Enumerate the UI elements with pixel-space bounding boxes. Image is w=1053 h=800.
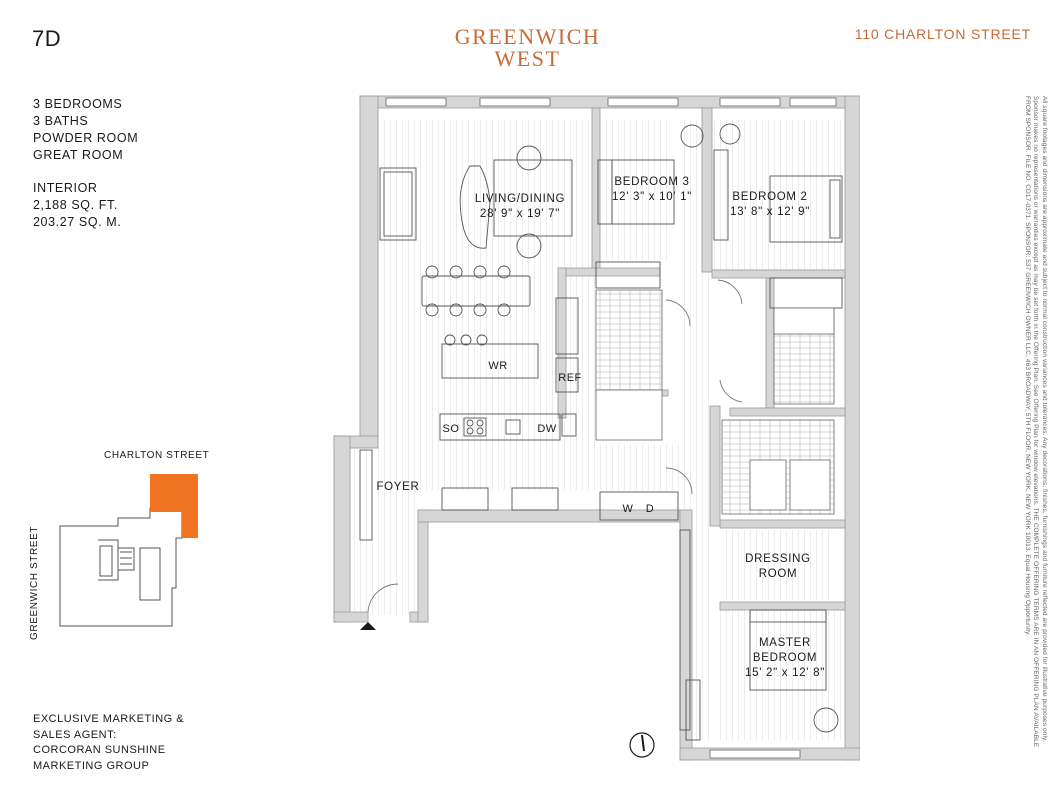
highlighted-unit [150, 474, 198, 538]
spec-great-room: GREAT ROOM [33, 148, 124, 162]
agent-line-1: EXCLUSIVE MARKETING & [33, 713, 185, 725]
legal-disclaimer: All square footages and dimensions are a… [1024, 96, 1048, 748]
bedroom2-name: BEDROOM 2 [732, 191, 807, 203]
master-floor [720, 610, 844, 740]
stove-oven-label: SO [443, 423, 460, 435]
bedroom2-dims: 13' 8" x 12' 9" [730, 206, 810, 218]
master-line-2: BEDROOM [753, 652, 817, 664]
bedroom2-furniture [713, 123, 843, 309]
dryer-label: D [646, 503, 654, 515]
compass-icon [629, 732, 655, 758]
key-plan: CHARLTON STREET GREENWICH STREET [0, 440, 240, 660]
agent-line-3: CORCORAN SUNSHINE [33, 744, 166, 756]
interior-area: INTERIOR 2,188 SQ. FT. 203.27 SQ. M. [33, 180, 121, 231]
dressing-floor [722, 530, 834, 600]
doors [367, 279, 743, 613]
building-address: 110 CHARLTON STREET [854, 26, 1031, 42]
master-furniture [685, 609, 839, 741]
windows [385, 97, 837, 759]
entry-marker [360, 622, 376, 630]
charlton-street-label: CHARLTON STREET [104, 450, 210, 461]
agent-line-4: MARKETING GROUP [33, 759, 150, 772]
living-furniture [379, 145, 579, 441]
interior-sqft: 2,188 SQ. FT. [33, 198, 118, 212]
brand-line-1: GREENWICH [454, 24, 601, 49]
wine-refrigerator-label: WR [488, 360, 507, 372]
dressing-line-1: DRESSING [745, 553, 811, 565]
master-line-1: MASTER [759, 637, 811, 649]
interior-heading: INTERIOR [33, 181, 98, 195]
dishwasher-label: DW [537, 423, 556, 435]
spec-bedrooms: 3 BEDROOMS [33, 97, 123, 111]
master-dims: 15' 2" x 12' 8" [745, 667, 825, 679]
washer-label: W [623, 503, 634, 515]
marketing-agent: EXCLUSIVE MARKETING & SALES AGENT: CORCO… [33, 712, 184, 774]
hall-floor [420, 445, 680, 490]
agent-line-2: SALES AGENT: [33, 728, 117, 741]
spec-powder-room: POWDER ROOM [33, 131, 139, 145]
unit-number: 7D [32, 26, 62, 51]
living-room-dims: 28' 9" x 19' 7" [480, 208, 560, 220]
closets [359, 449, 691, 731]
bedroom3-floor [596, 120, 668, 260]
key-plan-drawing [59, 474, 198, 627]
dressing-line-2: ROOM [759, 568, 798, 580]
bathrooms [595, 289, 835, 515]
foyer-name: FOYER [376, 481, 419, 493]
bedroom2-floor [710, 120, 844, 270]
bedroom3-furniture [595, 124, 704, 289]
interior-sqm: 203.27 SQ. M. [33, 215, 122, 229]
bedroom3-dims: 12' 3" x 10' 1" [612, 191, 692, 203]
refrigerator-label: REF [558, 372, 582, 384]
living-room-name: LIVING/DINING [475, 193, 565, 205]
brand-logo: GREENWICH WEST [430, 26, 625, 70]
bedroom3-name: BEDROOM 3 [614, 176, 689, 188]
floor-plan: LIVING/DINING 28' 9" x 19' 7" BEDROOM 3 … [333, 95, 860, 761]
unit-specs: 3 BEDROOMS 3 BATHS POWDER ROOM GREAT ROO… [33, 96, 138, 164]
foyer-floor [354, 445, 420, 615]
brand-line-2: WEST [494, 46, 561, 71]
spec-baths: 3 BATHS [33, 114, 89, 128]
